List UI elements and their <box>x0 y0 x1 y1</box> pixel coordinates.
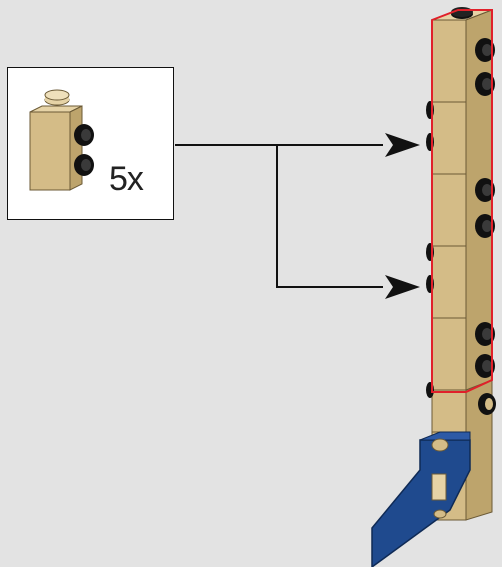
blue-hinge-plate <box>371 431 471 567</box>
quantity-label: 5x <box>109 160 144 198</box>
placement-arrows <box>175 144 383 288</box>
arrow-head-lower <box>385 275 420 299</box>
arrow-head-upper <box>385 133 420 157</box>
arrow-line-lower <box>276 145 383 288</box>
tan-brick-side-studs-icon <box>29 89 94 191</box>
highlighted-brick-column <box>426 7 495 398</box>
